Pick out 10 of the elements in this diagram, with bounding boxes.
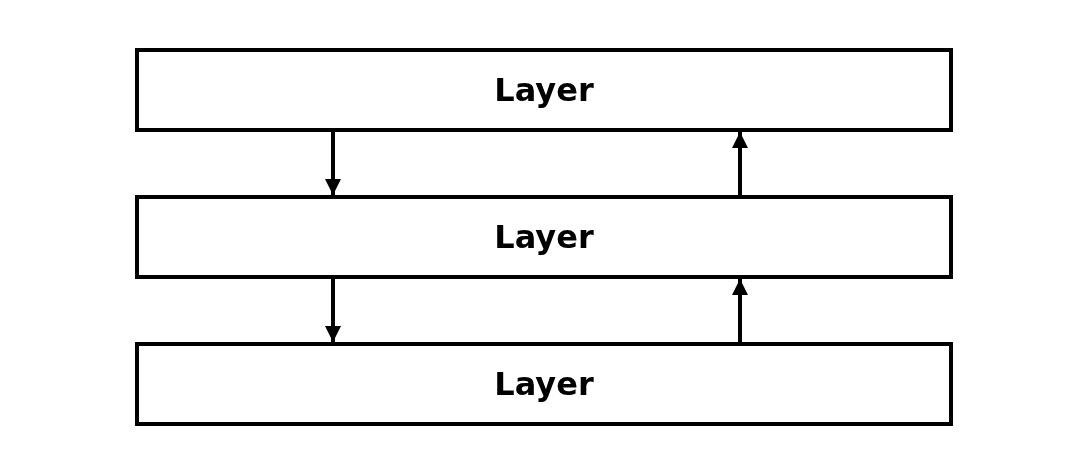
layer-label: Layer (494, 71, 594, 109)
arrow (732, 279, 748, 342)
layer-box (135, 48, 953, 132)
layer-box (135, 342, 953, 426)
arrow (325, 132, 341, 195)
arrow (325, 279, 341, 342)
arrow (732, 132, 748, 195)
layer-label: Layer (494, 365, 594, 403)
layer-label: Layer (494, 218, 594, 256)
layer-box (135, 195, 953, 279)
